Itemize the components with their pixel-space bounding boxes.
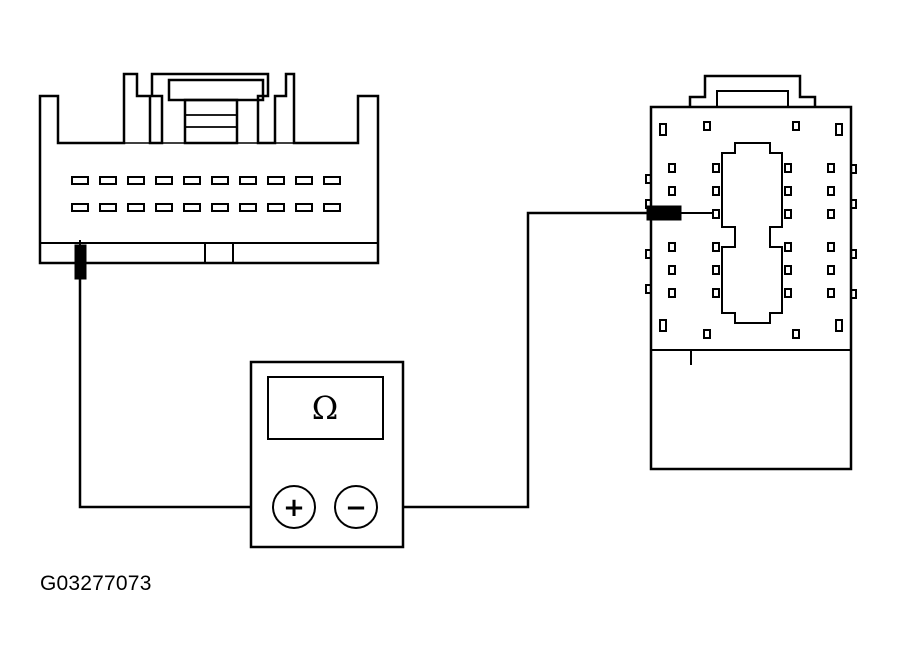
- negative-lead: [378, 211, 652, 509]
- ohm-symbol: Ω: [312, 389, 339, 427]
- minus-symbol: −: [345, 493, 367, 523]
- right-connector: [645, 74, 857, 471]
- negative-terminal: [334, 485, 378, 529]
- figure-id: G03277073: [40, 572, 152, 595]
- right-terminals: [659, 121, 843, 339]
- right-probe: [646, 205, 682, 221]
- left-terminal-row-1: [71, 176, 341, 185]
- left-terminal-row-2: [71, 203, 341, 212]
- multimeter: [249, 360, 405, 549]
- positive-lead: [78, 278, 272, 509]
- positive-terminal: [272, 485, 316, 529]
- left-probe: [74, 244, 87, 280]
- meter-display: [267, 376, 384, 440]
- test-leads: [78, 211, 652, 509]
- probes: [74, 205, 713, 280]
- plus-symbol: +: [283, 493, 305, 523]
- left-connector: [38, 72, 380, 265]
